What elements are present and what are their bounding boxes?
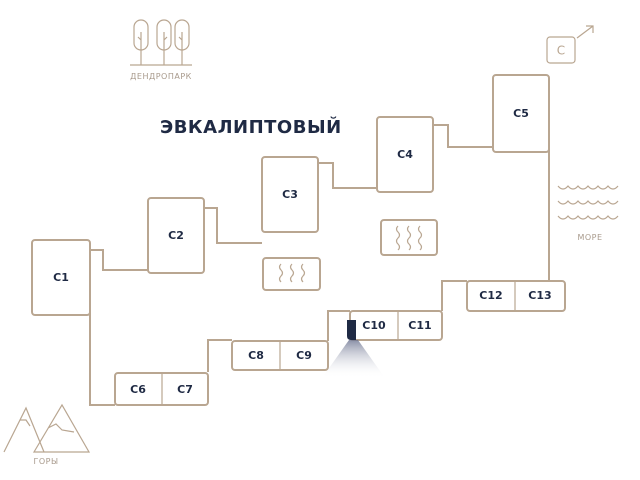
park-label: ДЕНДРОПАРК [130,72,192,81]
ventilation-icon [380,219,438,256]
unit-c5[interactable]: С5 [492,74,550,153]
unit-c10[interactable]: С10 [362,319,386,332]
unit-c4[interactable]: С4 [376,116,434,193]
mountains-icon [3,403,91,453]
unit-c7[interactable]: С7 [177,383,193,396]
unit-pair-c10-c11: С10 С11 [349,310,443,341]
unit-c2[interactable]: С2 [147,197,205,274]
unit-c3[interactable]: С3 [261,156,319,233]
unit-label: С1 [53,271,69,284]
corridors [89,124,550,406]
unit-label: С4 [397,148,413,161]
unit-pair-c8-c9: С8 С9 [231,340,329,371]
exit-label: С [557,44,565,58]
mountains-label: ГОРЫ [33,457,58,466]
unit-label: С5 [513,107,529,120]
unit-c8[interactable]: С8 [248,349,264,362]
unit-c6[interactable]: С6 [130,383,146,396]
unit-c13[interactable]: С13 [528,289,551,302]
unit-pair-c12-c13: С12 С13 [466,280,566,312]
unit-label: С2 [168,229,184,242]
sea-waves-icon [557,185,619,220]
exit-icon[interactable]: С [546,25,594,64]
unit-c12[interactable]: С12 [479,289,502,302]
building-title: ЭВКАЛИПТОВЫЙ [160,116,342,138]
unit-pair-c6-c7: С6 С7 [114,372,209,406]
unit-c9[interactable]: С9 [296,349,312,362]
ventilation-icon [262,257,321,291]
unit-c11[interactable]: С11 [408,319,431,332]
sea-label: МОРЕ [577,233,602,242]
unit-label: С3 [282,188,298,201]
unit-c1[interactable]: С1 [31,239,91,316]
trees-icon [130,19,192,66]
camera-view-marker [322,320,385,378]
